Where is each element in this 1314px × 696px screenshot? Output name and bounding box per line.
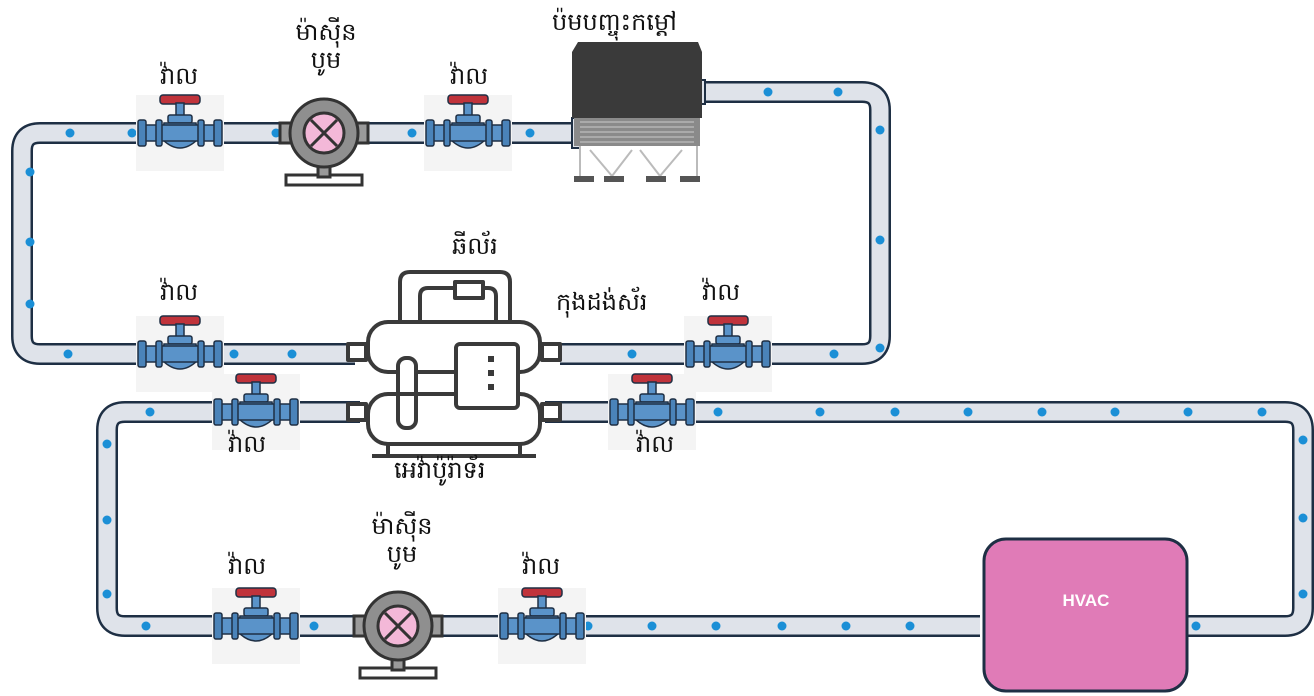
pump-label-bottom-line1: ម៉ាស៊ីន xyxy=(371,512,433,540)
valve-icon-tower-loop-left[interactable] xyxy=(135,94,225,172)
flow-dot xyxy=(25,299,35,309)
flow-dot xyxy=(145,407,155,417)
valve-label-1: វ៉ាល xyxy=(160,62,199,90)
hvac-label: HVAC xyxy=(1063,591,1110,610)
flow-dot xyxy=(815,407,825,417)
flow-dot xyxy=(1110,407,1120,417)
valve-label-8: វ៉ាល xyxy=(522,552,561,580)
chiller-label: ឆីល័រ xyxy=(452,232,498,260)
cooling-tower xyxy=(571,42,706,182)
cooling-tower-label: ប៉មបញ្ចុះកម្តៅ xyxy=(552,8,677,36)
flow-dot xyxy=(525,128,535,138)
flow-dot xyxy=(1183,407,1193,417)
flow-dot xyxy=(271,128,281,138)
flow-dot xyxy=(627,349,637,359)
valve-label-3: វ៉ាល xyxy=(160,278,199,306)
flow-dot xyxy=(229,349,239,359)
valve-icon-chw-left[interactable] xyxy=(211,587,301,665)
valve-label-7: វ៉ាល xyxy=(228,552,267,580)
flow-dot xyxy=(102,515,112,525)
flow-dot xyxy=(102,589,112,599)
flow-dot xyxy=(25,167,35,177)
flow-dot xyxy=(65,128,75,138)
flow-dot xyxy=(1257,407,1267,417)
flow-dots xyxy=(25,87,1308,631)
flow-dot xyxy=(963,407,973,417)
flow-dot xyxy=(1298,589,1308,599)
flow-dot xyxy=(102,439,112,449)
flow-dot xyxy=(875,235,885,245)
valve-icon-condenser-inlet[interactable] xyxy=(135,315,225,393)
valve-label-2: វ៉ាល xyxy=(450,62,489,90)
flow-dot xyxy=(63,349,73,359)
pump-label-top-line2: បូម xyxy=(310,46,342,74)
flow-dot xyxy=(127,128,137,138)
valve-icon-tower-loop-right[interactable] xyxy=(423,94,513,172)
hvac-unit[interactable]: HVAC xyxy=(982,537,1189,693)
flow-dot xyxy=(407,128,417,138)
flow-dot xyxy=(647,621,657,631)
flow-dot xyxy=(1298,435,1308,445)
valve-icon-condenser-outlet[interactable] xyxy=(683,315,773,393)
flow-dot xyxy=(777,621,787,631)
flow-dot xyxy=(309,621,319,631)
flow-dot xyxy=(763,87,773,97)
pump-icon-condenser-loop[interactable] xyxy=(278,97,370,187)
flow-dot xyxy=(833,87,843,97)
pump-icon-chilled-loop[interactable] xyxy=(352,590,444,680)
pump-label-top: ម៉ាស៊ីន បូម xyxy=(286,18,366,74)
pump-label-bottom: ម៉ាស៊ីន បូម xyxy=(362,512,442,568)
flow-dot xyxy=(25,237,35,247)
pump-label-top-line1: ម៉ាស៊ីន xyxy=(295,18,357,46)
chiller-unit xyxy=(346,270,562,458)
condenser-label: កុងដង់ស័រ xyxy=(556,288,648,316)
valve-label-4: វ៉ាល xyxy=(702,278,741,306)
flow-dot xyxy=(829,349,839,359)
flow-dot xyxy=(287,349,297,359)
condenser-loop-pipe xyxy=(11,81,891,365)
valve-label-5: វ៉ាល xyxy=(228,430,267,458)
flow-dot xyxy=(890,407,900,417)
evaporator-label: អេវ៉ាប៉ូរ៉ាទ័រ xyxy=(394,456,486,484)
valve-icon-chw-right[interactable] xyxy=(497,587,587,665)
flow-dot xyxy=(905,621,915,631)
flow-dot xyxy=(875,125,885,135)
flow-dot xyxy=(875,343,885,353)
flow-dot xyxy=(713,407,723,417)
flow-dot xyxy=(1191,621,1201,631)
flow-dot xyxy=(711,621,721,631)
flow-dot xyxy=(141,621,151,631)
flow-dot xyxy=(1298,513,1308,523)
pump-label-bottom-line2: បូម xyxy=(386,540,418,568)
flow-dot xyxy=(1037,407,1047,417)
flow-dot xyxy=(841,621,851,631)
valve-label-6: វ៉ាល xyxy=(636,430,675,458)
